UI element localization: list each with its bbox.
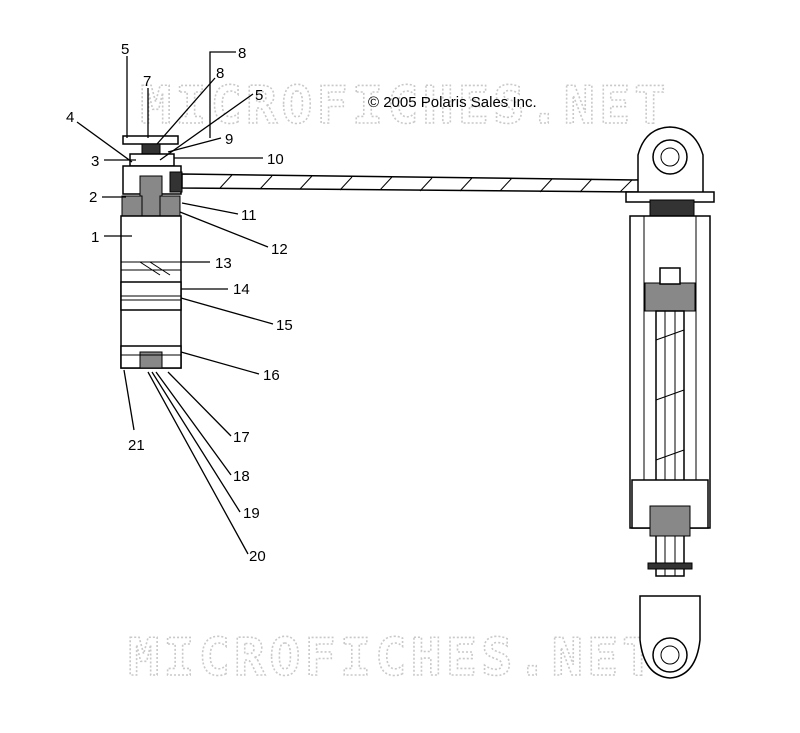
callout-12: 12 <box>271 241 288 258</box>
hose-tube <box>181 173 641 193</box>
adjuster-spring <box>141 143 161 155</box>
watermark-bottom: MICROFICHES.NET <box>128 628 658 688</box>
callout-16: 16 <box>263 367 280 384</box>
main-piston <box>644 282 696 312</box>
main-shock-body <box>625 126 715 679</box>
callout-14: 14 <box>233 281 250 298</box>
hose-fitting <box>169 171 183 193</box>
watermark-top: MICROFICHES.NET <box>140 76 670 136</box>
callout-6: 7 <box>143 73 151 90</box>
callout-1: 1 <box>91 229 99 246</box>
callout-labels: 5 7 8 8 5 9 4 3 10 2 11 12 1 13 14 15 16… <box>66 41 293 565</box>
leader-lines <box>76 51 274 555</box>
bottom-eyelet-bushing <box>652 637 688 673</box>
shaft-o-ring <box>647 562 693 570</box>
callout-5: 5 <box>121 41 129 58</box>
bumper <box>649 505 691 537</box>
callout-5b: 5 <box>255 87 263 104</box>
callout-9: 9 <box>225 131 233 148</box>
copyright-text: © 2005 Polaris Sales Inc. <box>368 94 537 111</box>
callout-21: 21 <box>128 437 145 454</box>
callout-17: 17 <box>233 429 250 446</box>
piston-nut <box>659 267 681 285</box>
callout-4: 4 <box>66 109 74 126</box>
top-eyelet-bushing <box>652 139 688 175</box>
callout-7: 8 <box>238 45 246 62</box>
callout-3: 3 <box>91 153 99 170</box>
callout-11: 11 <box>241 207 257 224</box>
seal-left <box>121 195 143 217</box>
callout-19: 19 <box>243 505 260 522</box>
reservoir-assembly <box>120 135 183 369</box>
reservoir-top-cap <box>122 135 179 145</box>
remote-hose <box>181 173 641 193</box>
callout-2: 2 <box>89 189 97 206</box>
callout-18: 18 <box>233 468 250 485</box>
seal-right <box>159 195 181 217</box>
callout-13: 13 <box>215 255 232 272</box>
callout-20: 20 <box>249 548 266 565</box>
callout-8: 8 <box>216 65 224 82</box>
valve-body <box>129 153 175 167</box>
schrader-valve <box>139 351 163 369</box>
callout-10: 10 <box>267 151 284 168</box>
callout-15: 15 <box>276 317 293 334</box>
